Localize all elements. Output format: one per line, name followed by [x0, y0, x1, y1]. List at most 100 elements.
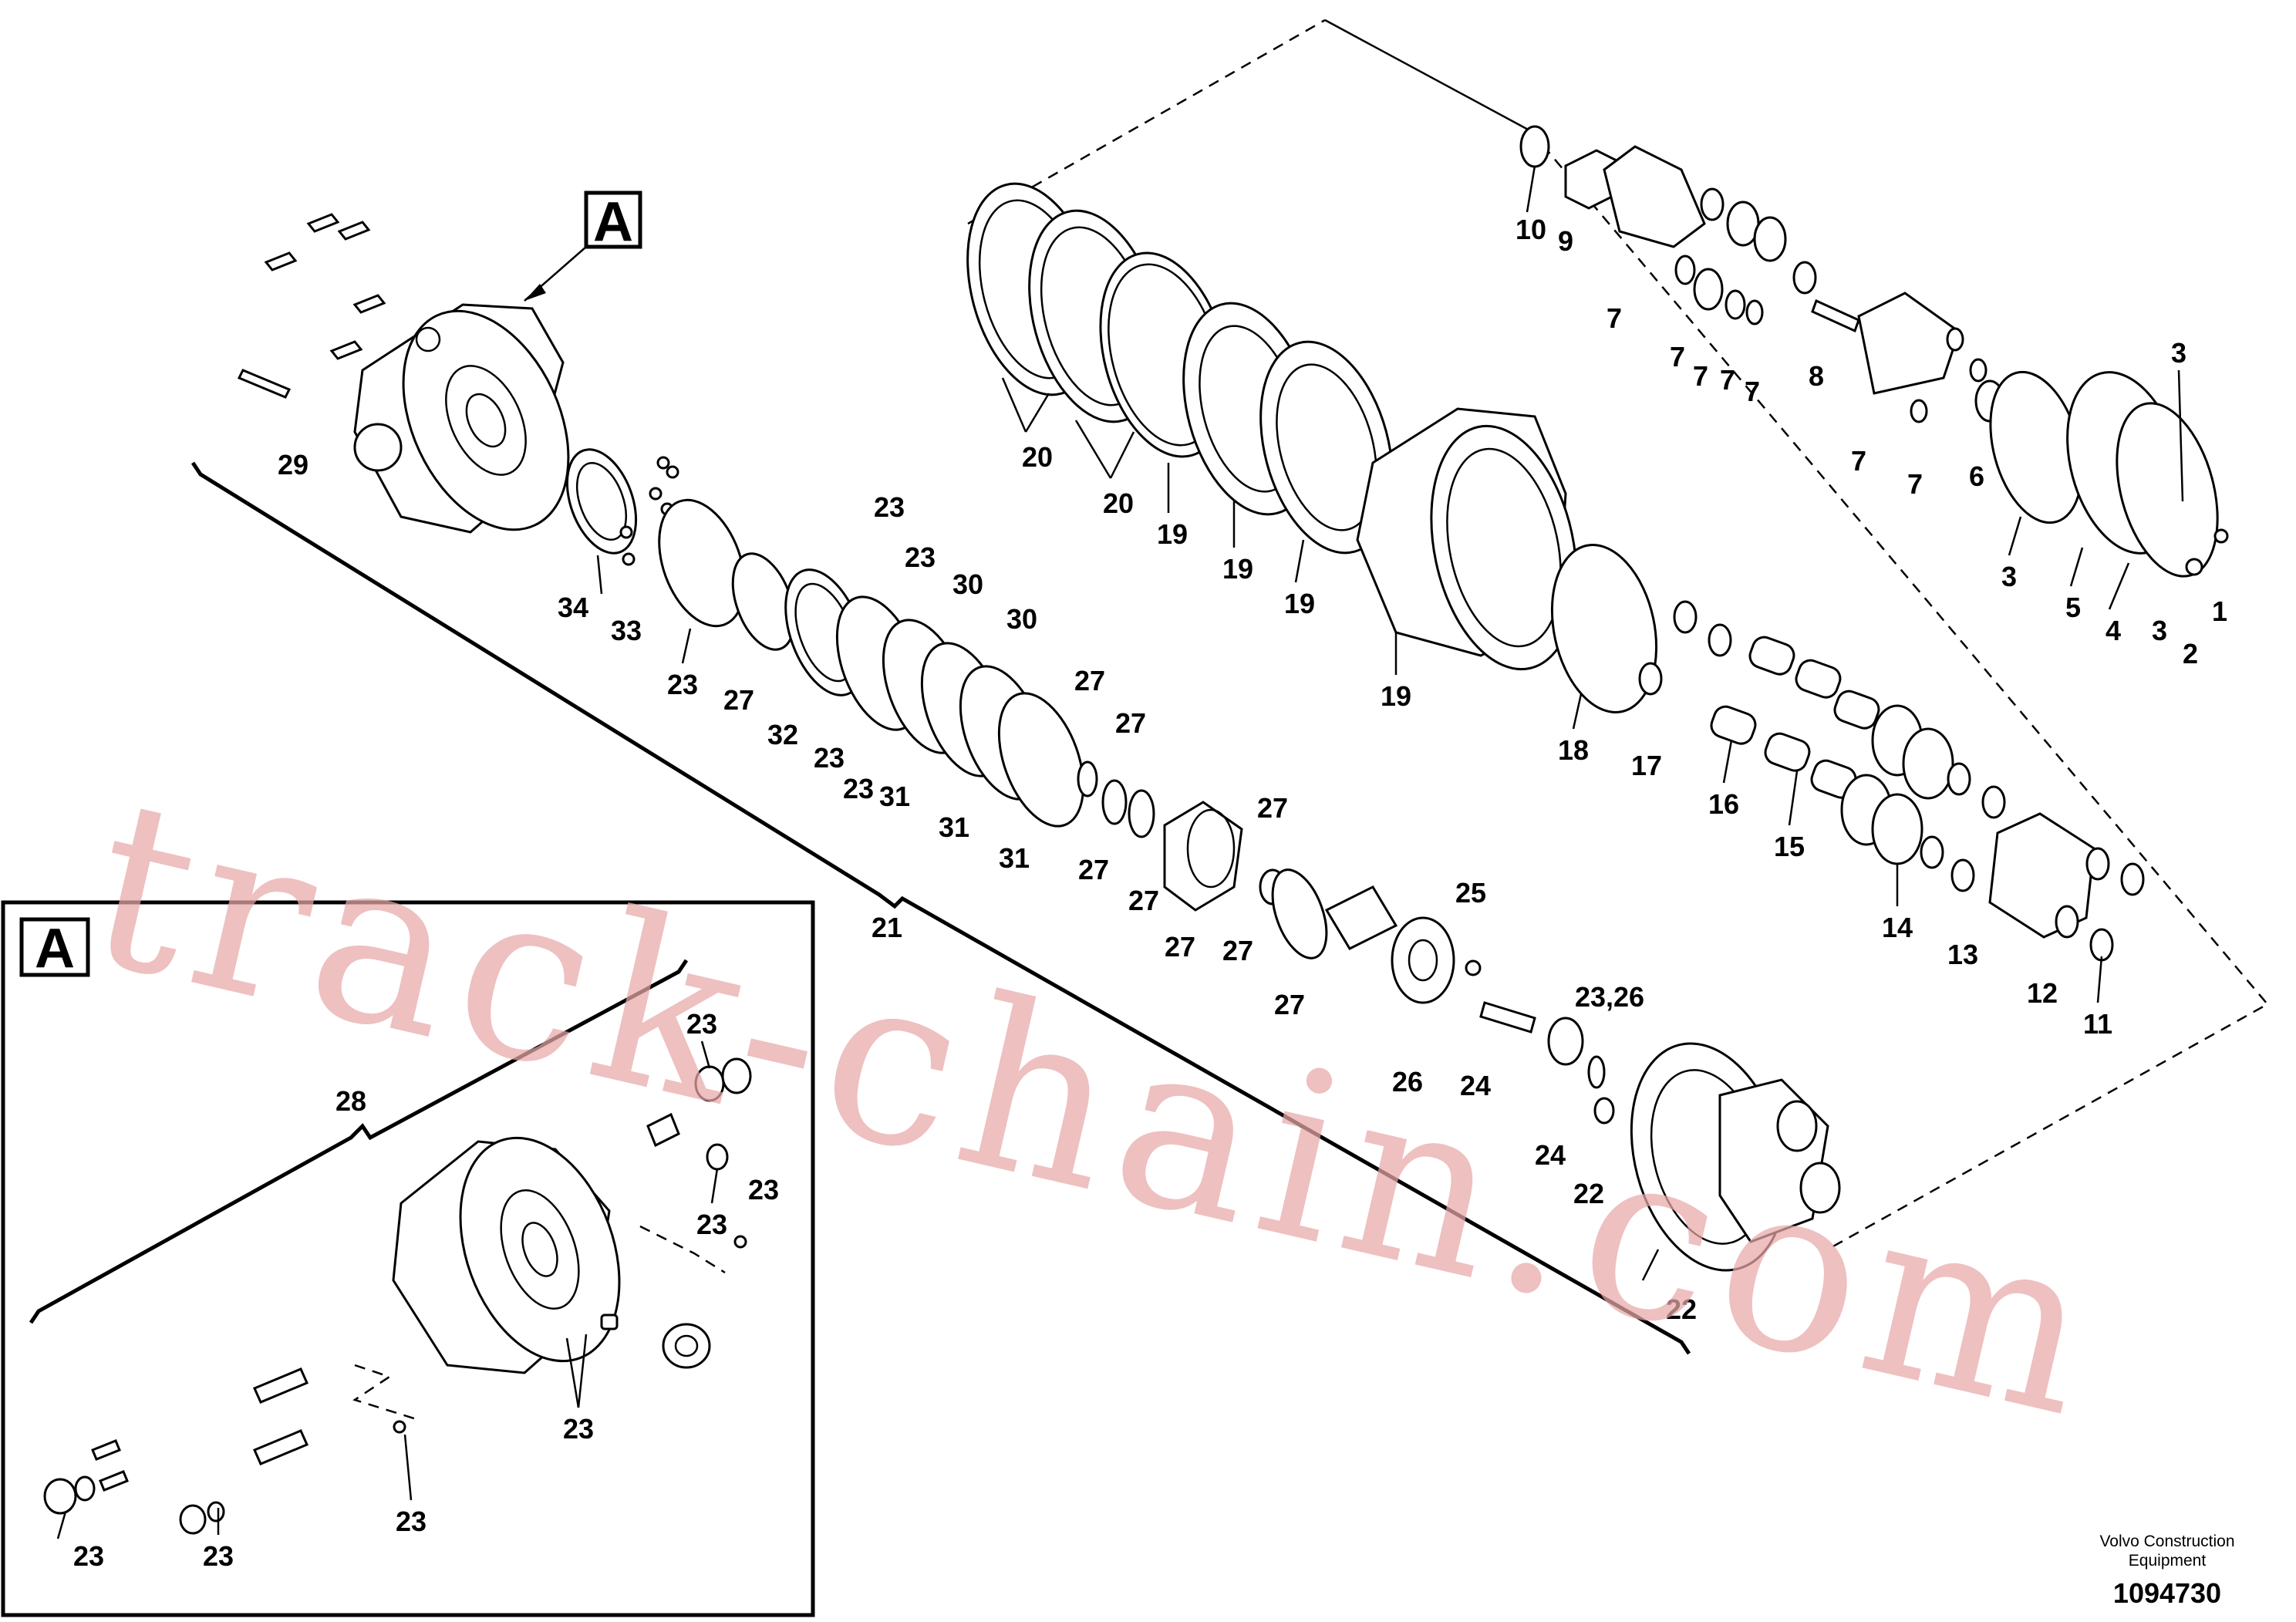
snap-ring-10 — [1519, 125, 1550, 168]
callout-9: 9 — [1558, 225, 1573, 257]
small-gears-7 — [1674, 187, 1817, 325]
callout-8: 8 — [1809, 360, 1824, 392]
callout-2: 2 — [2183, 638, 2198, 669]
callout-7: 7 — [1607, 302, 1622, 334]
callout-23: 23 — [874, 491, 905, 523]
callout-16: 16 — [1708, 788, 1739, 820]
callout-27: 27 — [1115, 707, 1146, 739]
cylinder-block-group — [1077, 760, 1615, 1125]
seal-ring-23 — [658, 498, 746, 628]
callout-23: 23 — [563, 1413, 594, 1445]
callout-27: 27 — [1257, 792, 1288, 824]
footer-document-number: 1094730 — [2113, 1577, 2221, 1609]
callout-30: 30 — [952, 568, 983, 600]
callout-26: 26 — [1392, 1066, 1423, 1098]
callout-3: 3 — [2001, 561, 2017, 592]
callout-23: 23 — [667, 669, 698, 700]
callout-1: 1 — [2212, 595, 2227, 627]
callout-24: 24 — [1460, 1070, 1491, 1101]
callout-27: 27 — [1274, 989, 1305, 1020]
callout-4: 4 — [2106, 615, 2121, 646]
assembly-dash-top — [967, 19, 1326, 225]
callout-14: 14 — [1882, 912, 1913, 943]
bolts-29 — [237, 213, 386, 399]
callout-25: 25 — [1455, 877, 1486, 909]
callout-13: 13 — [1947, 939, 1978, 970]
callout-19: 19 — [1381, 680, 1411, 712]
callout-28: 28 — [335, 1085, 366, 1117]
callout-29: 29 — [278, 449, 308, 481]
callout-17: 17 — [1631, 750, 1662, 781]
callout-22: 22 — [1573, 1178, 1604, 1209]
callout-7: 7 — [1670, 341, 1685, 373]
bearings-16-15 — [1710, 636, 1880, 799]
callout-24: 24 — [1535, 1139, 1566, 1171]
callout-30: 30 — [1006, 603, 1037, 635]
inset-dash-2 — [352, 1364, 417, 1421]
callout-labels: 1 2 3 3 3 4 5 6 7 7 7 7 7 7 7 8 9 10 11 … — [73, 214, 2227, 1572]
callout-20: 20 — [1022, 441, 1053, 473]
callout-12: 12 — [2027, 977, 2058, 1009]
callout-27: 27 — [1222, 935, 1253, 966]
end-cover-22 — [1630, 1042, 1841, 1272]
callout-23: 23 — [843, 773, 874, 804]
callout-5: 5 — [2065, 592, 2081, 623]
inset-relief-valves — [43, 1057, 752, 1535]
callout-7: 7 — [1907, 468, 1923, 500]
inset-dash-1 — [639, 1225, 726, 1274]
inset-a-tag: A — [19, 917, 90, 980]
leader-lines — [56, 165, 2184, 1539]
assembly-line-top — [1324, 19, 1532, 133]
callout-23: 23 — [905, 541, 936, 573]
callout-10: 10 — [1515, 214, 1546, 245]
friction-plates-30-31 — [835, 595, 1085, 828]
callout-31: 31 — [999, 842, 1030, 874]
callout-3: 3 — [2152, 615, 2167, 646]
callout-20: 20 — [1103, 487, 1134, 519]
callout-23: 23 — [748, 1174, 779, 1206]
callout-6: 6 — [1969, 460, 1984, 492]
callout-27: 27 — [723, 684, 754, 716]
callout-32: 32 — [767, 719, 798, 750]
callout-11: 11 — [2083, 1008, 2112, 1040]
ring-gear-housing-19 — [1356, 407, 1578, 671]
callout-23: 23 — [696, 1209, 727, 1240]
cover-5-4 — [2066, 371, 2219, 578]
callout-31: 31 — [879, 781, 910, 812]
section-a-tag: A — [524, 191, 642, 302]
callout-22: 22 — [1666, 1293, 1697, 1325]
callout-19: 19 — [1284, 588, 1315, 619]
shaft-8 — [1811, 298, 1860, 333]
o-rings-19 — [1099, 251, 1394, 555]
callout-19: 19 — [1222, 553, 1253, 585]
ring-34 — [565, 448, 638, 555]
snap-rings-11 — [2055, 847, 2145, 962]
inset-a-label: A — [35, 918, 75, 980]
pins-33 — [619, 456, 679, 566]
motor-housing-top — [353, 303, 570, 534]
callout-23: 23 — [203, 1540, 234, 1572]
callout-27: 27 — [1078, 854, 1109, 885]
callout-15: 15 — [1774, 831, 1805, 862]
inset-motor-housing — [392, 1136, 621, 1374]
callout-23-26: 23,26 — [1575, 981, 1644, 1013]
callout-27: 27 — [1128, 885, 1159, 916]
section-a-label: A — [593, 191, 633, 253]
planet-carrier-7 — [1603, 145, 1706, 248]
callout-3: 3 — [2171, 337, 2186, 369]
callout-7: 7 — [1693, 360, 1708, 392]
callout-7: 7 — [1720, 364, 1735, 396]
callout-27: 27 — [1074, 665, 1105, 696]
callout-23: 23 — [814, 742, 845, 774]
plugs-1-2-3 — [2185, 528, 2229, 576]
footer-company-line-1: Volvo Construction — [2099, 1533, 2234, 1550]
bracket-21 — [190, 461, 1691, 1355]
callout-33: 33 — [611, 615, 642, 646]
callout-34: 34 — [558, 592, 588, 623]
footer-credit: Volvo Construction Equipment 1094730 — [2099, 1533, 2234, 1609]
callout-23: 23 — [396, 1506, 426, 1537]
cover-plate-7 — [1857, 292, 1961, 395]
callout-23: 23 — [73, 1540, 104, 1572]
callout-27: 27 — [1165, 931, 1195, 963]
